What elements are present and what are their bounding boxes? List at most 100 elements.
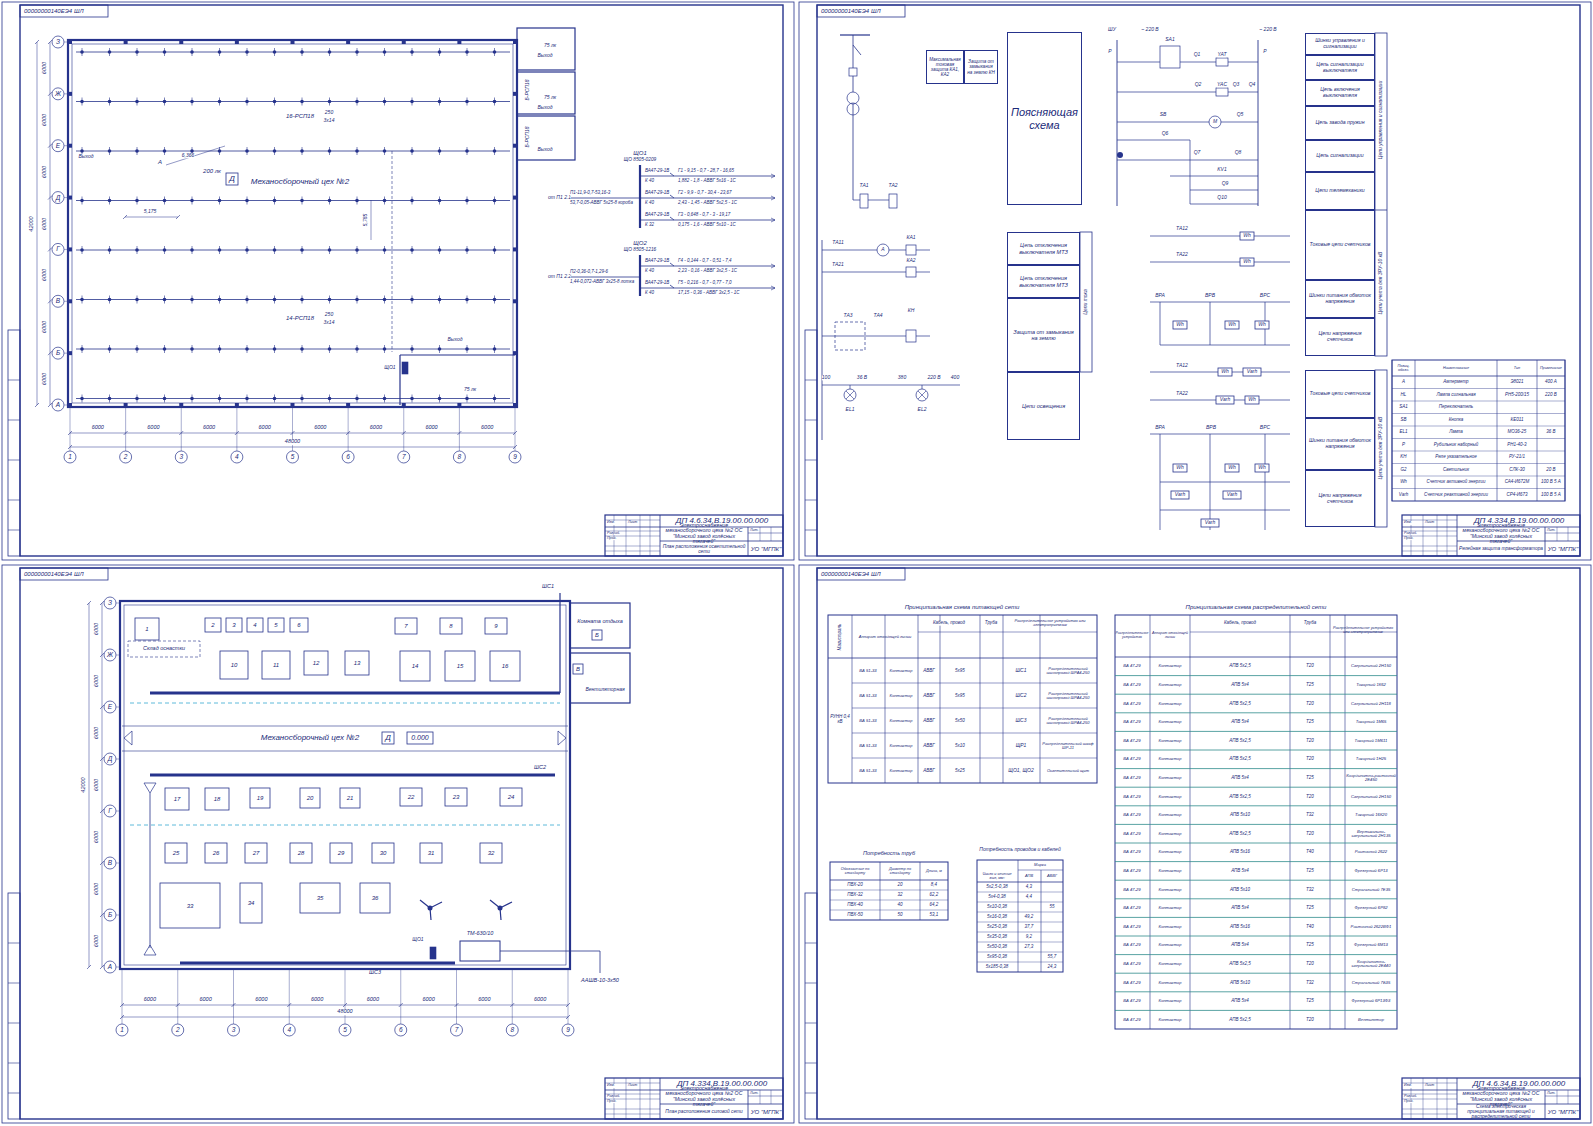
drawing-rect [340,788,360,808]
caption-text: Токовые цепи счетчиков [1310,391,1371,397]
table-cell: ПВХ-20 [847,883,863,888]
drawing-line [1150,434,1290,435]
drawing-rect [485,618,507,634]
symbol-label: Varh [1247,369,1257,374]
table-cell: ВА 47-29 [1116,906,1148,910]
drawing-line [236,407,237,451]
drawing-line [922,385,923,389]
drawing-rect [290,618,308,632]
drawing-rect [205,788,229,810]
drawing-circle [104,961,116,973]
table-cell: 5х2,5-0,38 [986,885,1007,890]
drawing-line [150,692,560,695]
drawing-line [137,98,138,106]
table-header: Обозначение по стандарту [832,867,878,875]
drawing-circle [398,451,410,463]
drawing-line [35,40,39,44]
drawing-line [8,380,20,381]
drawing-line [302,197,303,205]
table-cell: Токарный 1М65 [1346,720,1396,724]
table-cell: Счетчик реактивной энергии [1416,492,1496,497]
drawing-line [120,1015,124,1019]
drawing-circle [844,389,856,401]
drawing-line [82,48,83,56]
drawing-line [219,345,220,353]
dimension: 6000 [203,425,215,431]
table-header: Тип [1498,366,1536,370]
drawing-rect [592,630,602,640]
group-data: Г3 - 0,648 - 0,7 - 3 - 19,17 [678,213,730,218]
drawing-line [247,296,248,304]
drawing-line [8,460,20,461]
drawing-rect [346,403,350,407]
table-cell: 55,7 [1048,955,1057,960]
table-cell: 5х185-0,38 [986,965,1009,970]
drawing-line [977,882,1063,883]
drawing-line [467,98,468,106]
symbol-label: Wh [1258,465,1266,470]
drawing-line [1018,860,1019,972]
drawing-line [399,355,400,405]
drawing-circle [231,451,243,463]
drawing-line [467,345,468,353]
machine-number: 13 [354,660,361,666]
plan-label: Комната отдыха [577,619,623,625]
circuit-caption-box: Цепь отключения выключателя МТЗ [1007,265,1080,298]
sheet-group [35,40,517,451]
axis-number: 8 [458,454,462,461]
machine-number: 25 [173,850,180,856]
drawing-line [70,407,71,451]
drawing-line [122,726,568,727]
plan-label: А [158,159,162,165]
drawing-line [357,345,358,353]
drawing-line [467,395,468,403]
dimension: 6000 [478,997,490,1003]
drawing-line [650,1078,651,1119]
circuit-caption-box: Цепи напряжения счетчиков [1305,318,1375,356]
plan-label: 6,366 [182,153,195,158]
title-block-cell: Лит. [1547,529,1555,533]
plan-label: 0.000 [411,734,429,741]
drawing-line [600,951,601,973]
drawing-rect [68,299,72,303]
drawing-line [70,433,515,434]
machine-number: 24 [508,794,515,800]
table-cell: АПВ 5х2,5 [1229,738,1250,743]
dimension: 48000 [337,1009,352,1015]
drawing-line [467,296,468,304]
drawing-rect [20,568,108,580]
table-cell: Контактор [1159,1017,1182,1021]
drawing-line [176,215,180,219]
drawing-line [605,551,660,552]
drawing-line [219,98,220,106]
drawing-line [805,380,817,381]
table-cell: Т40 [1306,850,1314,855]
table-cell: Э8021 [1498,380,1536,385]
drawing-line [109,147,110,155]
symbol-label: ТА21 [832,262,844,267]
table-cell: 20 [897,883,902,888]
machine-number: 20 [307,795,314,801]
circuit-caption-box: Цепь включения выключателя [1305,80,1375,106]
drawing-shape [144,783,156,793]
drawing-line [329,48,330,56]
sheet-group [548,165,775,228]
symbol-label: Wh [1243,233,1251,238]
drawing-line [566,1015,570,1019]
axis-letter: Г [108,808,112,815]
sheet-group [799,565,1591,1123]
table-cell: Токарный 1К62 [1346,683,1396,687]
dimension: 6000 [481,425,493,431]
drawing-line [329,197,330,205]
drawing-line [640,1078,641,1119]
drawing-circle [104,597,116,609]
drawing-circle [509,451,521,463]
axis-number: 9 [513,454,517,461]
circuit-caption-box: Цепи освещения [1007,372,1080,440]
table-cell: ВА 47-29 [1116,757,1148,761]
table-cell: Контактор [1159,738,1182,742]
drawing-line [1447,515,1448,556]
table-cell: ЩО1, ЩО2 [1004,768,1038,773]
table-cell: P [1393,442,1415,447]
drawing-line [50,42,51,405]
